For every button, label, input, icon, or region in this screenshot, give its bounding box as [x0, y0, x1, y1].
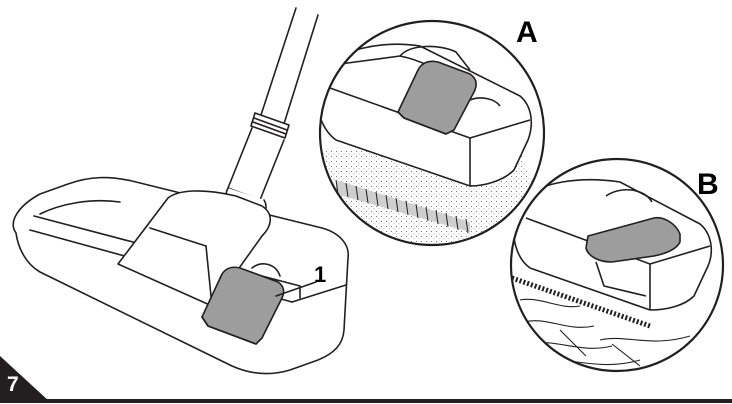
- detail-a-label: A: [516, 16, 538, 49]
- figure-number: 7: [7, 373, 19, 396]
- pedal-up-brush-floor-icon: [511, 178, 713, 367]
- wand-tube: [225, 7, 319, 220]
- callout-leader-line: [275, 281, 317, 297]
- bottom-rule: [0, 399, 732, 403]
- pedal-callout-label: 1: [314, 262, 327, 287]
- pedal-down-carpet-icon: [320, 43, 544, 245]
- vacuum-floor-nozzle-icon: [12, 7, 349, 375]
- detail-b-frame: [509, 157, 725, 373]
- figure-number-badge: [0, 356, 50, 402]
- detail-b-label: B: [697, 168, 719, 201]
- main-pedal: [201, 266, 285, 345]
- detail-a: [318, 19, 546, 247]
- detail-b: [509, 157, 725, 373]
- detail-a-frame: [318, 19, 546, 247]
